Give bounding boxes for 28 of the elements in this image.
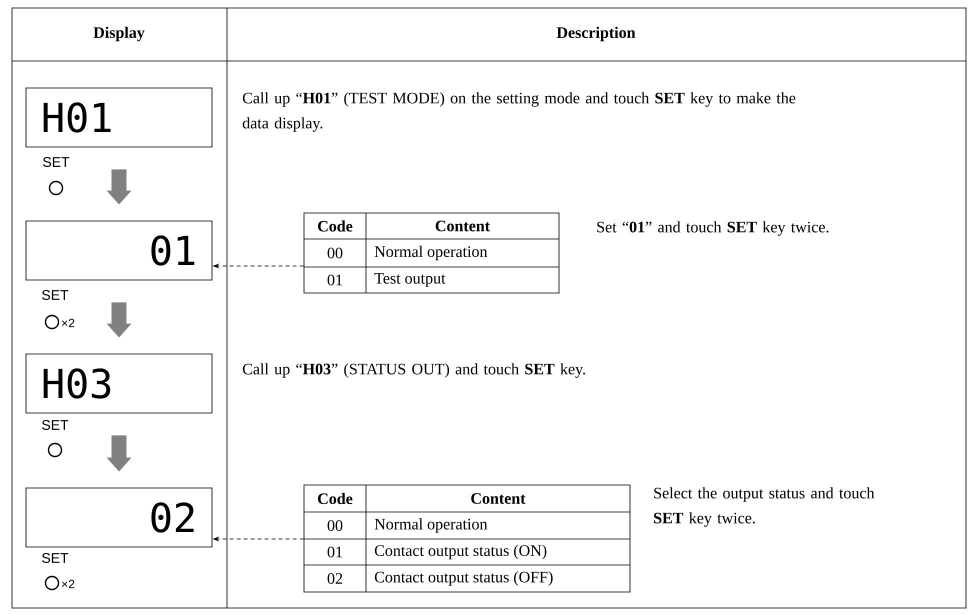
repeat-count: ×2 bbox=[62, 580, 74, 588]
table-cell: Test output bbox=[374, 273, 446, 287]
lcd-display: 02 bbox=[26, 488, 212, 548]
table-cell: Normal operation bbox=[374, 518, 488, 533]
column-header: Code bbox=[318, 220, 352, 232]
repeat-count: ×2 bbox=[62, 318, 74, 328]
table-cell: 02 bbox=[328, 573, 342, 584]
description-text: Call up “H01” (TEST MODE) on the setting mode and touch SET key to make the data display. bbox=[242, 92, 796, 132]
table-cell: 01 bbox=[328, 546, 342, 558]
code-table bbox=[304, 212, 560, 294]
column-header: Code bbox=[318, 492, 352, 504]
column-heading: Display bbox=[94, 26, 145, 42]
description-text: Call up “H03” (STATUS OUT) and touch SET key. bbox=[242, 363, 586, 378]
table-cell: 00 bbox=[328, 248, 342, 258]
table-cell: Normal operation bbox=[374, 246, 488, 260]
table-cell: 01 bbox=[328, 274, 342, 286]
column-header: Content bbox=[436, 220, 490, 232]
table-cell: Contact output status (ON) bbox=[374, 544, 546, 560]
lcd-display: H01 bbox=[26, 88, 212, 148]
column-header: Content bbox=[471, 493, 526, 504]
description-text: Set “01” and touch SET key twice. bbox=[597, 221, 828, 236]
table-cell: 00 bbox=[328, 520, 342, 531]
column-heading: Description bbox=[556, 26, 636, 42]
code-table bbox=[304, 484, 630, 592]
lcd-display: 01 bbox=[26, 220, 212, 280]
lcd-display: H03 bbox=[26, 354, 212, 414]
description-text: Select the output status and touch SET key twice. bbox=[654, 487, 874, 527]
table-cell: Contact output status (OFF) bbox=[374, 571, 553, 586]
